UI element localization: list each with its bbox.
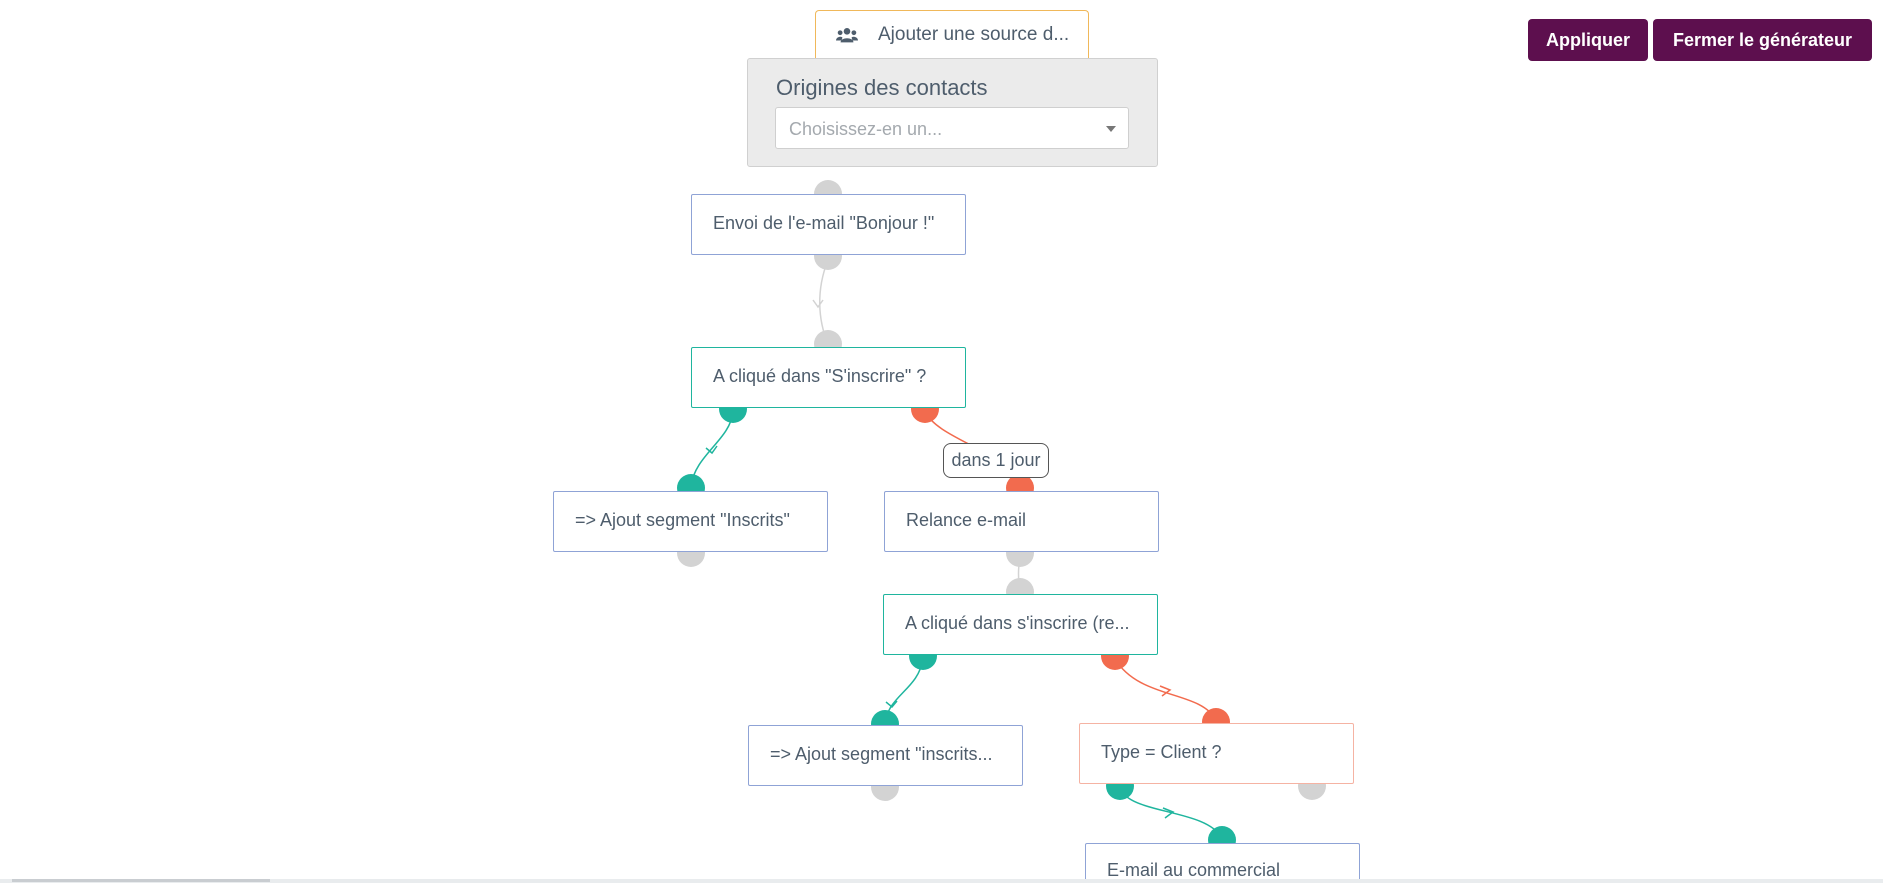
- arrow-yes-2: [885, 700, 898, 709]
- add-source-tab[interactable]: Ajouter une source d...: [815, 10, 1089, 58]
- arrow-yes-3: [1162, 807, 1175, 819]
- link-no-2: [1114, 658, 1217, 721]
- node-decision-clicked-signup-relaunch[interactable]: A cliqué dans s'inscrire (re...: [883, 594, 1158, 655]
- contact-origins-select[interactable]: Choisissez-en un...: [775, 107, 1129, 149]
- close-builder-button[interactable]: Fermer le générateur: [1653, 19, 1872, 61]
- horizontal-scrollbar[interactable]: [0, 879, 1883, 883]
- node-relaunch-email[interactable]: Relance e-mail: [884, 491, 1159, 552]
- node-email-sales[interactable]: E-mail au commercial: [1085, 843, 1360, 883]
- delay-label: dans 1 jour: [943, 443, 1049, 478]
- users-icon: [836, 27, 858, 42]
- node-decision-clicked-signup[interactable]: A cliqué dans "S'inscrire" ?: [691, 347, 966, 408]
- contact-origins-panel: Origines des contacts Choisissez-en un..…: [747, 58, 1158, 167]
- arrow-yes-1: [705, 445, 718, 455]
- link-yes-1: [690, 411, 734, 487]
- arrow-no-2: [1159, 685, 1172, 697]
- chevron-down-icon: [1106, 126, 1116, 132]
- select-placeholder: Choisissez-en un...: [789, 119, 943, 139]
- node-condition-type-client[interactable]: Type = Client ?: [1079, 723, 1354, 784]
- node-send-email[interactable]: Envoi de l'e-mail "Bonjour !": [691, 194, 966, 255]
- node-add-segment-inscrits-2[interactable]: => Ajout segment "inscrits...: [748, 725, 1023, 786]
- scrollbar-thumb[interactable]: [12, 879, 270, 882]
- add-source-label: Ajouter une source d...: [878, 23, 1070, 45]
- apply-button[interactable]: Appliquer: [1528, 19, 1648, 61]
- contact-origins-title: Origines des contacts: [776, 75, 988, 100]
- node-add-segment-inscrits[interactable]: => Ajout segment "Inscrits": [553, 491, 828, 552]
- arrow-send-to-decision: [812, 299, 824, 309]
